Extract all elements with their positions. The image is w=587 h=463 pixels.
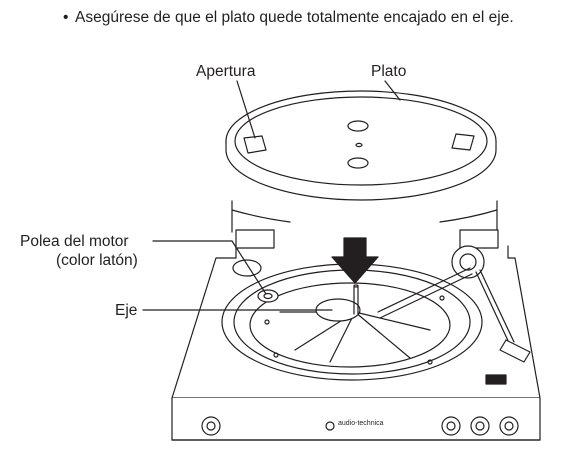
platter <box>225 90 497 201</box>
tonearm <box>377 245 531 363</box>
hinge-right <box>459 229 499 249</box>
platter-opening-left <box>243 135 267 154</box>
dust-cover <box>231 200 498 233</box>
platter-hole-bottom <box>347 157 369 169</box>
platter-opening-right <box>451 133 475 151</box>
label-eje: Eje <box>115 302 138 319</box>
down-arrow-icon <box>331 237 379 284</box>
leader-apertura <box>236 80 256 139</box>
label-apertura: Apertura <box>196 63 256 80</box>
label-polea-line2: (color latón) <box>56 252 138 269</box>
bullet-glyph: • <box>63 9 69 26</box>
label-plato: Plato <box>371 63 407 80</box>
instruction-text: Asegúrese de que el plato quede totalmen… <box>75 9 514 26</box>
leader-polea-diag <box>231 240 267 295</box>
motor-pulley <box>257 289 279 303</box>
brand-logo: audio-technica <box>338 420 384 427</box>
platter-hole-top <box>347 120 369 132</box>
leader-plato <box>384 80 401 101</box>
hinge-left <box>235 229 275 249</box>
label-polea-line1: Polea del motor <box>20 233 129 250</box>
front-controls <box>201 416 519 436</box>
platter-center-hole <box>355 142 363 148</box>
speed-selector <box>485 374 507 385</box>
